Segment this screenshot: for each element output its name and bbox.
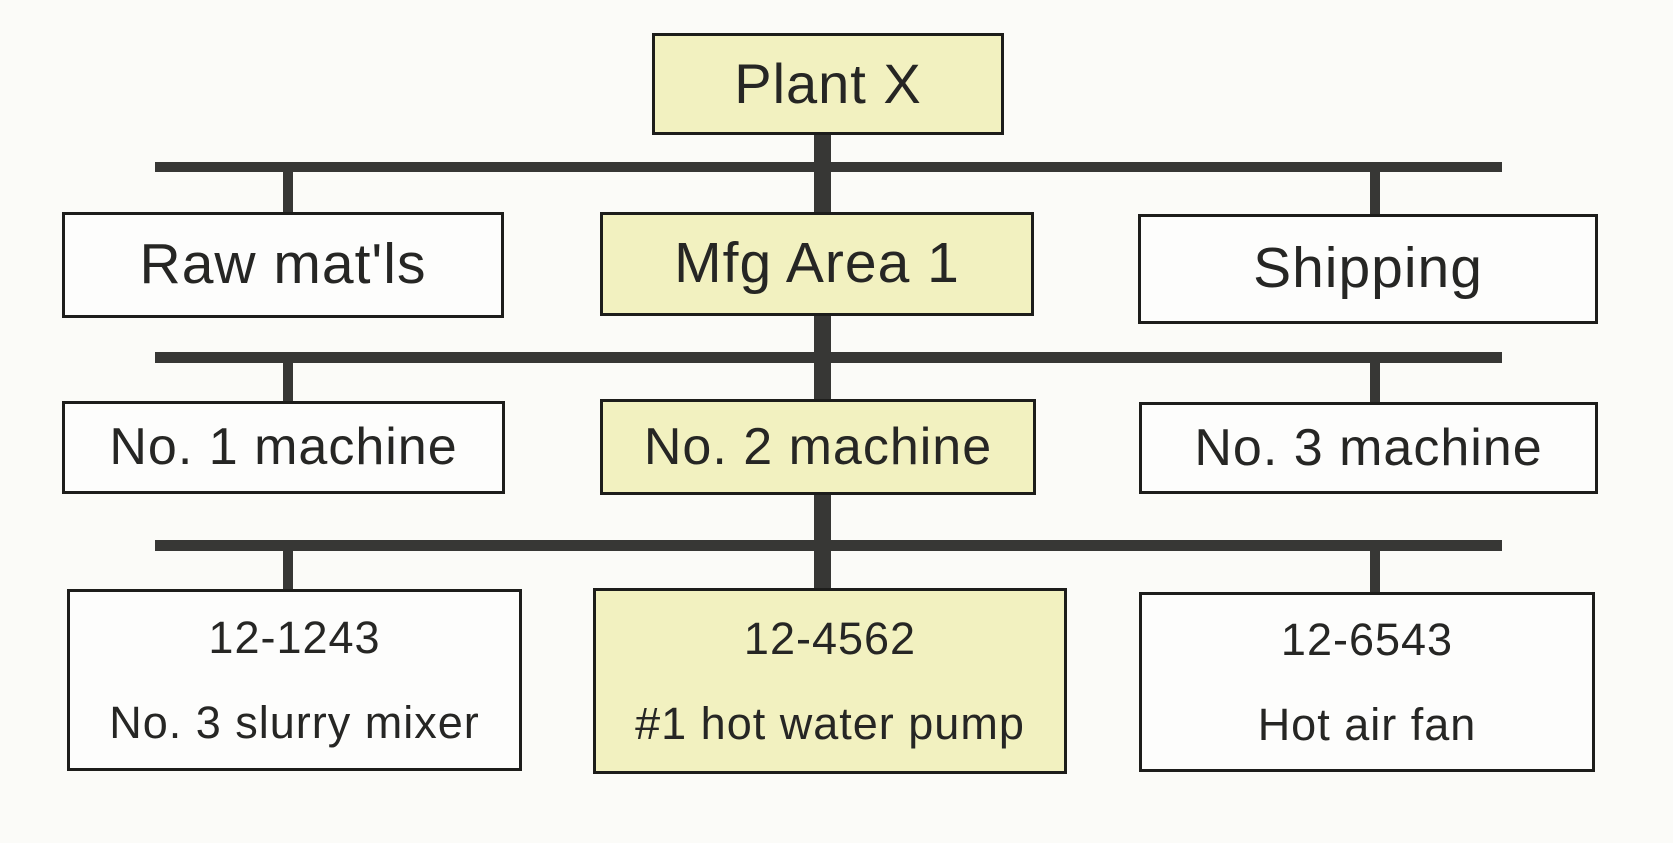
node-mfg-area-1: Mfg Area 1 <box>600 212 1034 316</box>
asset-name: #1 hot water pump <box>635 698 1025 749</box>
asset-id: 12-1243 <box>208 611 381 663</box>
connector-bus-level3 <box>155 352 1502 363</box>
connector-drop-12-1243 <box>283 544 293 592</box>
node-label: Mfg Area 1 <box>674 231 960 296</box>
node-plant-x: Plant X <box>652 33 1004 135</box>
connector-bus-level4 <box>155 540 1502 551</box>
asset-name: Hot air fan <box>1257 699 1477 750</box>
node-label: Raw mat'ls <box>139 232 427 297</box>
connector-drop-no1-machine <box>283 356 293 404</box>
node-12-1243: 12-1243 No. 3 slurry mixer <box>67 589 522 771</box>
asset-id: 12-4562 <box>743 612 917 664</box>
node-no-2-machine: No. 2 machine <box>600 399 1036 495</box>
node-label: No. 3 machine <box>1194 418 1543 477</box>
node-shipping: Shipping <box>1138 214 1598 324</box>
node-12-6543: 12-6543 Hot air fan <box>1139 592 1595 772</box>
node-no-1-machine: No. 1 machine <box>62 401 505 494</box>
asset-id: 12-6543 <box>1280 613 1454 665</box>
connector-drop-raw-matls <box>283 166 293 216</box>
connector-trunk-root <box>814 126 831 218</box>
connector-drop-12-6543 <box>1370 544 1380 596</box>
node-label: No. 2 machine <box>643 417 993 476</box>
node-label: No. 1 machine <box>109 418 458 477</box>
node-raw-matls: Raw mat'ls <box>62 212 504 318</box>
connector-drop-shipping <box>1370 166 1380 218</box>
node-12-4562: 12-4562 #1 hot water pump <box>593 588 1067 774</box>
connector-bus-level2 <box>155 162 1502 172</box>
node-no-3-machine: No. 3 machine <box>1139 402 1598 494</box>
node-label: Plant X <box>734 51 922 115</box>
connector-drop-no3-machine <box>1370 356 1380 406</box>
asset-name: No. 3 slurry mixer <box>109 697 480 748</box>
node-label: Shipping <box>1253 236 1483 301</box>
